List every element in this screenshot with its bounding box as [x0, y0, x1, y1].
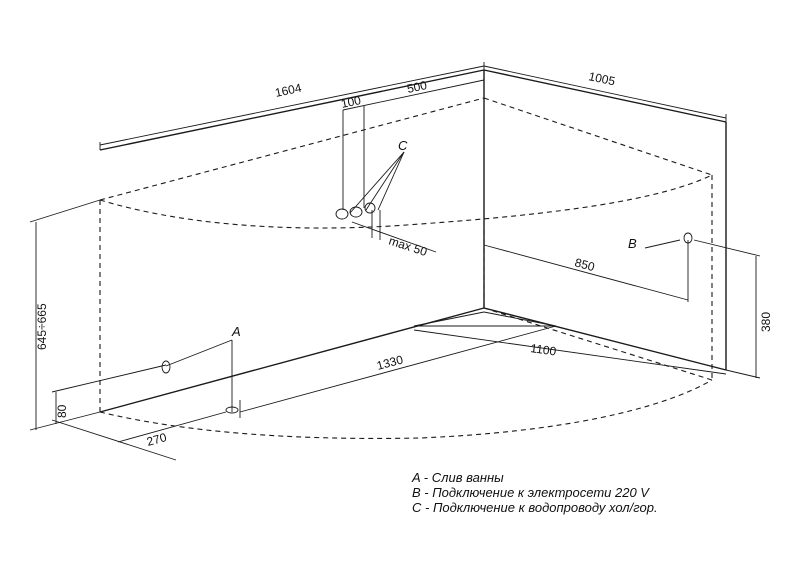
- dim-380: 380: [759, 312, 773, 332]
- dim-1330: 1330: [375, 352, 405, 373]
- dimension-lines: [29, 62, 761, 461]
- callout-a: A: [231, 324, 241, 339]
- electric-marker: [683, 232, 693, 244]
- connection-markers: [161, 202, 693, 414]
- legend-c: C - Подключение к водопроводу хол/гор.: [412, 500, 658, 515]
- callout-b: B: [628, 236, 637, 251]
- dim-80: 80: [55, 404, 69, 418]
- tub-hidden-lines: [99, 97, 713, 439]
- drain-outlet-marker: [161, 360, 171, 374]
- dim-max-50: max 50: [387, 234, 429, 260]
- legend-a: A - Слив ванны: [411, 470, 504, 485]
- water-marker: [364, 202, 376, 214]
- dim-270: 270: [145, 430, 168, 449]
- callout-c: C: [398, 138, 408, 153]
- water-hot-marker: [349, 206, 363, 218]
- dim-500: 500: [406, 78, 429, 96]
- floor-slot: [413, 311, 557, 327]
- legend: A - Слив ванны B - Подключение к электро…: [411, 470, 658, 515]
- dim-1005: 1005: [587, 69, 616, 88]
- wall-outline: [99, 69, 727, 413]
- legend-b: B - Подключение к электросети 220 V: [412, 485, 650, 500]
- dim-100: 100: [340, 93, 363, 111]
- dim-1604: 1604: [274, 81, 303, 100]
- callout-labels: A B C: [231, 138, 637, 339]
- drain-marker: [225, 406, 239, 414]
- dim-850: 850: [573, 255, 596, 274]
- dimension-labels: 1604 1005 100 500 max 50 850 380 645÷665…: [35, 69, 773, 449]
- dim-645-665: 645÷665: [35, 303, 49, 350]
- water-cold-marker: [335, 208, 349, 220]
- dim-1100: 1100: [530, 341, 558, 359]
